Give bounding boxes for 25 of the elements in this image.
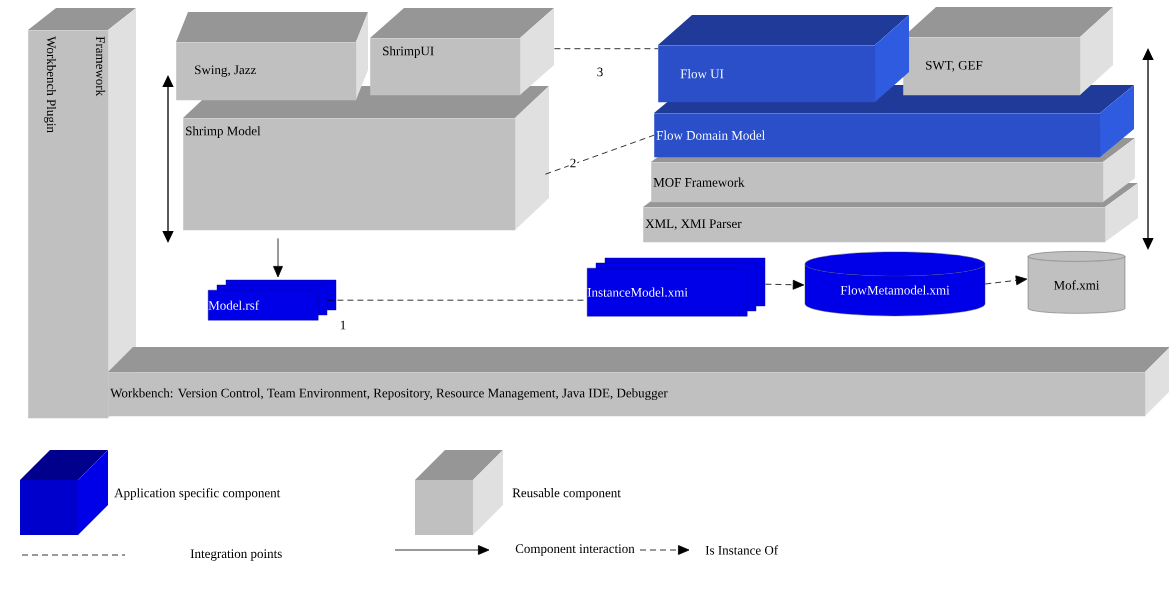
connector xyxy=(765,279,805,290)
connector xyxy=(984,275,1028,286)
connector xyxy=(273,238,283,278)
component-block: Flow UI xyxy=(658,15,909,103)
edge-label: 2 xyxy=(568,157,578,169)
data-cylinder: Mof.xmi xyxy=(1027,251,1126,314)
component-block: Workbench: Version Control, Team Environment, Repository, Resource Management, Java IDE, Debugger xyxy=(108,347,1169,417)
component-block: ShrimpUI xyxy=(370,8,554,96)
connector xyxy=(554,48,659,50)
edge-label: 1 xyxy=(338,319,348,331)
component-block: Shrimp Model xyxy=(183,86,549,231)
legend-label: Is Instance Of xyxy=(705,545,779,555)
component-block: SWT, GEF xyxy=(903,7,1113,96)
legend-label: Integration points xyxy=(190,549,282,561)
data-cylinder: FlowMetamodel.xmi xyxy=(804,251,986,317)
node-label: Shrimp Model xyxy=(186,126,261,138)
component-block: Swing, Jazz xyxy=(176,12,368,101)
document-stack: InstanceModel.xmi xyxy=(587,257,766,317)
legend-label: Application specific component xyxy=(114,488,281,500)
node-label: XML, XMI Parser xyxy=(645,219,742,230)
document-stack: Model.rsf xyxy=(208,279,337,321)
legend-label: Component interaction xyxy=(515,544,635,556)
legend-label: Reusable component xyxy=(512,488,621,500)
connector xyxy=(545,134,655,175)
edge-label: 3 xyxy=(595,66,605,78)
